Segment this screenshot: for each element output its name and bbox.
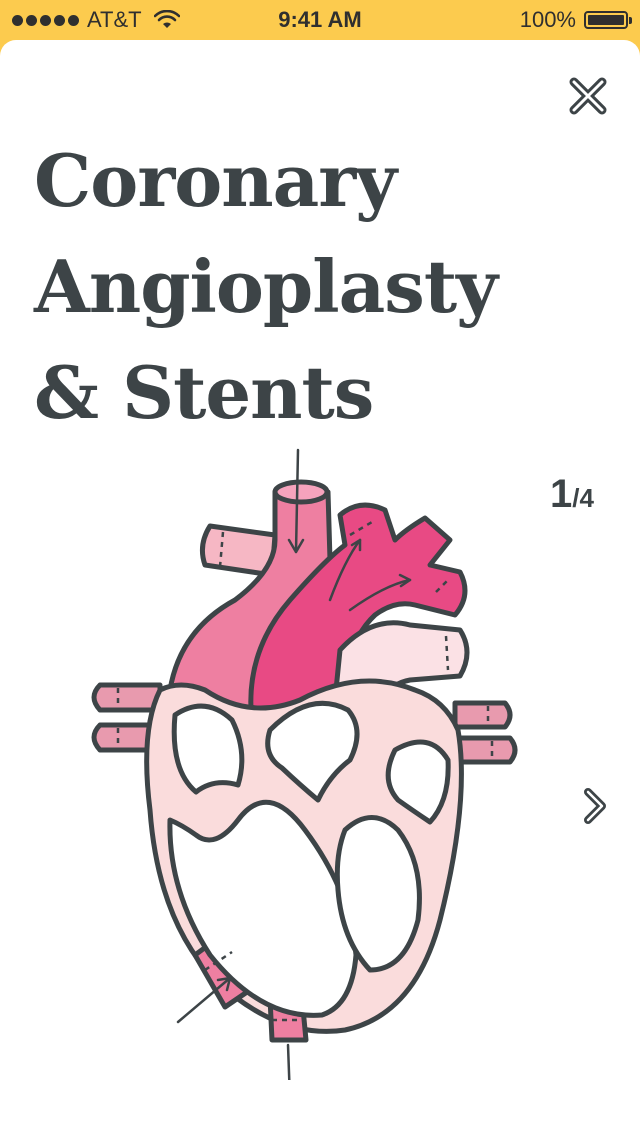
carrier-label: AT&T	[87, 7, 142, 32]
status-right: 100%	[519, 7, 632, 33]
title-line-3: & Stents	[34, 350, 374, 435]
page-total: 4	[579, 483, 594, 513]
chevron-right-icon[interactable]	[580, 786, 612, 826]
page-title: Coronary Angioplasty & Stents	[34, 128, 498, 446]
page-current: 1	[550, 472, 573, 516]
heart-illustration	[91, 448, 518, 1080]
wifi-icon	[153, 10, 180, 28]
page-indicator: 1/4	[550, 472, 594, 517]
page-separator: /	[572, 483, 580, 513]
close-icon[interactable]	[566, 74, 610, 118]
status-left: AT&T	[12, 7, 180, 33]
battery-icon	[584, 11, 632, 29]
status-bar: AT&T 9:41 AM 100%	[0, 0, 640, 40]
status-time: 9:41 AM	[278, 7, 362, 32]
title-line-2: Angioplasty	[34, 244, 498, 329]
title-line-1: Coronary	[34, 138, 397, 223]
signal-dots-icon	[12, 14, 79, 26]
battery-percent: 100%	[519, 7, 576, 32]
content-card: Coronary Angioplasty & Stents 1/4	[0, 40, 640, 1136]
